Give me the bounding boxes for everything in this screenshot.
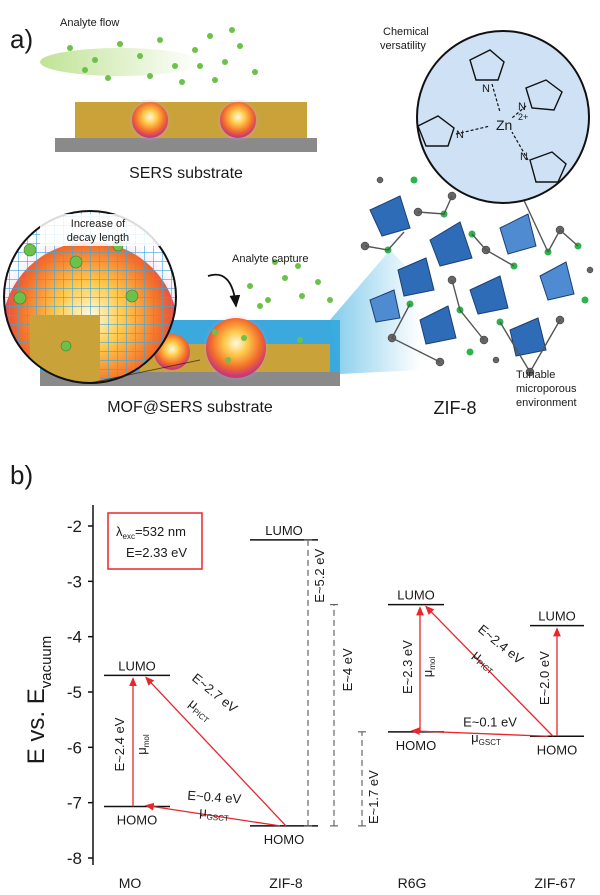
zn-charge: 2+	[518, 112, 528, 122]
transition-energy-label: E~0.1 eV	[463, 714, 517, 729]
legend-box	[107, 512, 203, 570]
n-atom: N	[456, 129, 464, 141]
zif8-structure: Zn 2+ N N N N Chemical versatility Tunab…	[360, 26, 594, 418]
y-axis-title-main: E vs. E	[23, 688, 50, 764]
transition-energy-label: E~2.4 eV	[112, 717, 127, 771]
panel-b-label: b)	[10, 460, 33, 490]
mu-subscript: GSCT	[479, 738, 501, 747]
mu-gsct-label: μGSCT	[199, 804, 230, 823]
lumo-label: LUMO	[538, 609, 576, 624]
gap-energy-label: E~5.2 eV	[312, 549, 327, 603]
imidazolate-ligands	[417, 49, 567, 183]
mu-subscript: mol	[428, 657, 437, 670]
decay-label-line1: Increase of	[71, 218, 126, 230]
mu-mol-label: μmol	[134, 734, 151, 755]
chemical-versatility-line2: versatility	[380, 40, 426, 52]
mu-symbol: μ	[199, 804, 208, 819]
y-tick-label: -8	[67, 849, 82, 868]
gap-energy-label: E~4 eV	[340, 648, 355, 691]
zn-coordination-circle	[416, 30, 590, 204]
legend-exc: exc	[123, 532, 135, 541]
mu-pict-label: μPICT	[185, 696, 216, 725]
excitation-legend: λexc=532 nm E=2.33 eV	[107, 512, 203, 570]
chemical-versatility-line1: Chemical	[383, 26, 429, 38]
y-tick-label: -5	[67, 683, 82, 702]
y-tick-label: -6	[67, 738, 82, 757]
homo-label: HOMO	[396, 738, 436, 753]
category-label: R6G	[398, 875, 427, 891]
category-label: ZIF-67	[534, 875, 575, 891]
n-atom: N	[520, 151, 528, 163]
mof-sers-label: MOF@SERS substrate	[107, 399, 273, 416]
y-tick-label: -4	[67, 628, 82, 647]
category-label: ZIF-8	[269, 875, 303, 891]
y-tick-label: -3	[67, 572, 82, 591]
transition-energy-label: E~0.4 eV	[187, 788, 242, 807]
transition-arrow-pict	[425, 605, 554, 737]
lumo-label: LUMO	[118, 658, 156, 673]
transition-arrow-gsct	[410, 727, 549, 737]
analyte-molecules	[247, 259, 333, 309]
sers-substrate-label: SERS substrate	[129, 165, 243, 182]
tunable-line1: Tunable	[516, 369, 555, 381]
nanoparticle	[132, 102, 168, 138]
decay-label-line2: decay length	[67, 232, 129, 244]
substrate-base	[55, 138, 317, 152]
svg-text:E vs. Evacuum: E vs. Evacuum	[23, 636, 55, 765]
svg-text:λexc=532 nm: λexc=532 nm	[116, 524, 186, 541]
homo-label: HOMO	[264, 832, 304, 847]
legend-lambda: λ	[116, 524, 123, 539]
homo-label: HOMO	[117, 813, 157, 828]
mof-sers-illustration: Analyte capture Increase of decay length…	[3, 210, 420, 416]
lumo-label: LUMO	[397, 588, 435, 603]
transition-energy-label: E~2.0 eV	[537, 651, 552, 705]
mu-subscript: PICT	[191, 707, 211, 726]
homo-label: HOMO	[537, 742, 577, 757]
category-label: MO	[119, 875, 142, 891]
coordination-bonds	[455, 83, 529, 161]
analyte-capture-label: Analyte capture	[232, 253, 308, 265]
analyte-flow-label: Analyte flow	[60, 17, 119, 29]
gap-energy-label: E~1.7 eV	[366, 770, 381, 824]
transition-energy-label: E~2.3 eV	[400, 640, 415, 694]
capture-arrow	[207, 273, 241, 308]
nanoparticle	[220, 102, 256, 138]
mu-symbol: μ	[134, 747, 149, 755]
n-atom: N	[482, 83, 490, 95]
mu-mol-label: μmol	[420, 657, 437, 678]
panel-a-label: a)	[10, 24, 33, 54]
legend-wavelength: =532 nm	[135, 524, 186, 539]
mu-symbol: μ	[420, 670, 435, 678]
energy-diagram: LUMO HOMO LUMO HOMO LUMO HOMO LUMO HOMO MO ZIF-8 R…	[104, 523, 584, 891]
lumo-label: LUMO	[265, 523, 303, 538]
legend-energy: E=2.33 eV	[126, 545, 187, 560]
mu-subscript: mol	[142, 734, 151, 747]
sers-substrate-illustration: Analyte flow SERS substrate	[40, 17, 317, 182]
y-axis-ticks: -2 -3 -4 -5 -6 -7 -8	[67, 517, 93, 868]
analyte-flow-stream	[40, 48, 200, 76]
y-tick-label: -7	[67, 794, 82, 813]
y-tick-label: -2	[67, 517, 82, 536]
gold-layer	[75, 102, 307, 138]
mu-subscript: GSCT	[206, 813, 229, 824]
nanoparticle	[206, 318, 266, 378]
analyte-molecules	[67, 27, 258, 85]
mu-symbol: μ	[471, 730, 479, 745]
framework-cluster	[360, 176, 594, 377]
zn-label: Zn	[496, 117, 512, 133]
transition-arrow-pict	[145, 676, 287, 827]
n-atom: N	[518, 101, 526, 113]
y-axis-title: E vs. Evacuum	[23, 636, 55, 765]
y-axis-title-sub: vacuum	[38, 636, 55, 689]
mu-pict-label: μPICT	[469, 647, 500, 676]
tunable-line3: environment	[516, 397, 577, 409]
mu-gsct-label: μGSCT	[471, 730, 501, 747]
transition-arrow-gsct	[144, 802, 281, 827]
tunable-line2: microporous	[516, 383, 577, 395]
zif8-label: ZIF-8	[434, 398, 477, 418]
